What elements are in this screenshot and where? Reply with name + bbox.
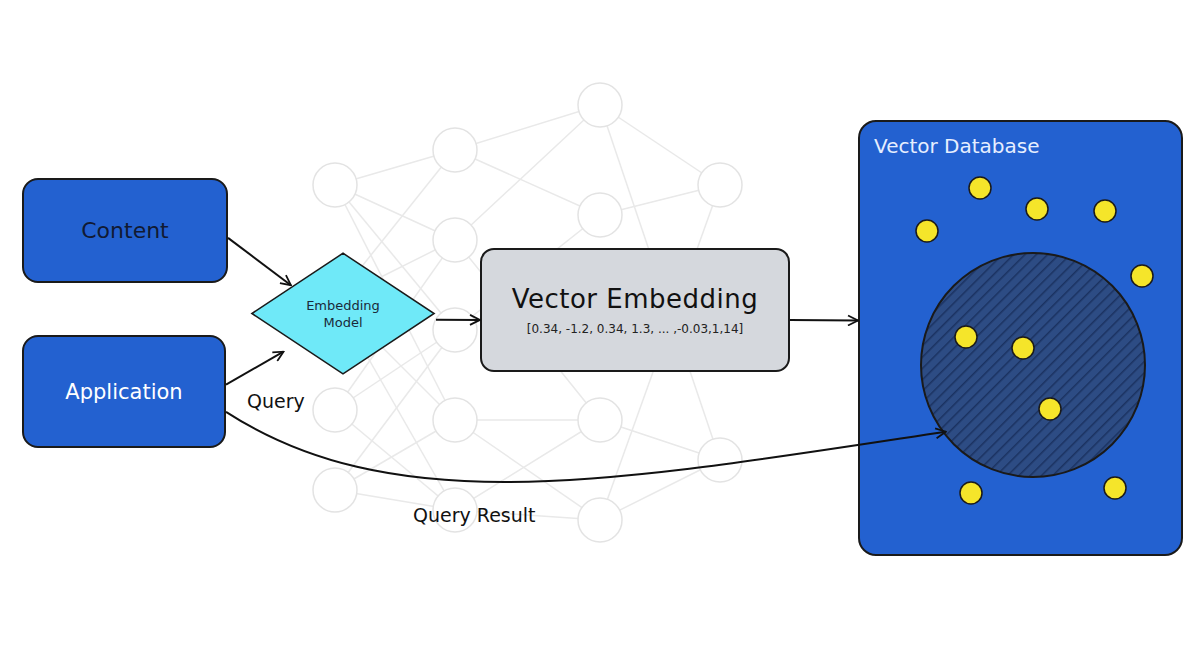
embedding-box: Vector Embedding [0.34, -1.2, 0.34, 1.3, … — [480, 248, 790, 372]
diamond-outline — [250, 252, 436, 375]
node-title: Application — [65, 380, 182, 404]
node-body: [0.34, -1.2, 0.34, 1.3, ... ,-0.03,1,14] — [527, 322, 743, 336]
edge-label: Query — [247, 390, 305, 412]
edge-label: Query Result — [413, 504, 536, 526]
flow-arrow — [790, 319, 858, 322]
flow-arrow — [226, 412, 946, 482]
application-box: Application — [22, 335, 226, 448]
flow-arrow — [228, 238, 291, 285]
flow-arrow — [226, 352, 283, 385]
similarity-region — [921, 253, 1145, 477]
decision-diamond: Embedding Model — [250, 252, 436, 375]
database-box: Vector Database — [858, 120, 1183, 556]
flow-arrow — [436, 319, 480, 321]
node-title: Content — [81, 218, 169, 243]
node-title: Vector Embedding — [512, 284, 759, 314]
node-title: Vector Database — [874, 134, 1040, 158]
content-box: Content — [22, 178, 228, 283]
vector-points — [916, 177, 1153, 504]
node-title: Embedding Model — [298, 297, 388, 331]
